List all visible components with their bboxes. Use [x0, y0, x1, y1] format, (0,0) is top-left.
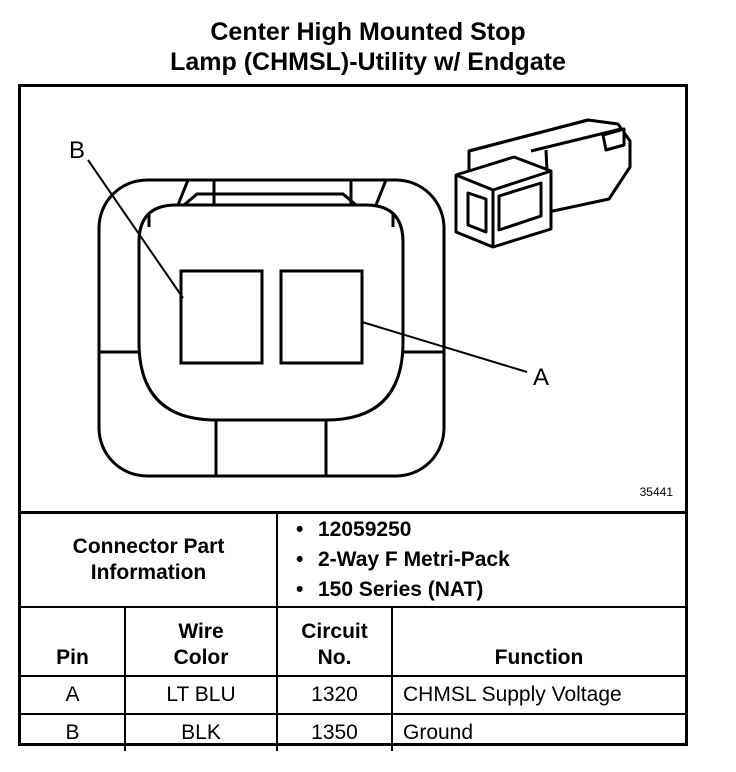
title-line-2: Lamp (CHMSL)-Utility w/ Endgate: [170, 48, 566, 76]
label-a: A: [533, 364, 549, 391]
terminal-cavity-a: [279, 269, 364, 365]
connector-top-edge: [468, 118, 589, 153]
header-wire-line-1: Wire: [178, 620, 224, 643]
connector-info-table: Connector Part Information 12059250 2-Wa…: [21, 511, 685, 751]
shell-rib: [374, 179, 388, 206]
header-pin-text: Pin: [56, 646, 89, 669]
connector-isometric-view: [454, 118, 632, 249]
table-row: A LT BLU 1320 CHMSL Supply Voltage: [21, 675, 685, 715]
connector-face: [97, 178, 446, 478]
terminal-cavity-b: [179, 269, 264, 365]
header-function: Function: [391, 606, 685, 677]
circuit-cell: 1350: [276, 713, 393, 751]
header-wire-color: Wire Color: [124, 606, 278, 677]
header-circuit-no: Circuit No.: [276, 606, 393, 677]
shell-inner-lip: [183, 192, 357, 207]
table-row: B BLK 1350 Ground: [21, 713, 685, 751]
circuit-cell: 1320: [276, 675, 393, 715]
label-b: B: [69, 137, 85, 164]
pin-cell: B: [21, 713, 126, 751]
part-series: 150 Series (NAT): [296, 575, 684, 605]
function-cell: Ground: [391, 713, 685, 751]
function-cell: CHMSL Supply Voltage: [391, 675, 685, 715]
connector-diagram: B A: [69, 118, 632, 478]
header-circuit-line-1: Circuit: [301, 620, 368, 643]
part-number: 12059250: [296, 515, 684, 545]
connector-inner-cavity: [137, 203, 405, 422]
part-description: 2-Way F Metri-Pack: [296, 545, 684, 575]
callout-line-a: [361, 321, 528, 373]
diagram-frame: B A 35441 Connector Part Informati: [18, 84, 688, 751]
title-line-1: Center High Mounted Stop: [210, 18, 526, 46]
pin-table-header: Pin Wire Color Circuit No. Function: [21, 606, 685, 677]
connector-part-label-line-1: Connector Part: [72, 535, 225, 558]
connector-part-row: Connector Part Information 12059250 2-Wa…: [21, 511, 685, 608]
connector-cavity-left: [466, 191, 488, 234]
connector-part-label-line-2: Information: [90, 561, 207, 584]
header-circuit-line-2: No.: [317, 646, 352, 669]
connector-outer-shell: [97, 178, 446, 478]
pin-cell: A: [21, 675, 126, 715]
callouts: [87, 159, 528, 373]
shell-rib: [176, 179, 190, 206]
connector-latch-tab: [601, 127, 626, 152]
header-function-text: Function: [494, 646, 584, 669]
reference-number: 35441: [639, 485, 673, 499]
header-wire-line-2: Color: [173, 646, 229, 669]
header-pin: Pin: [21, 606, 126, 677]
connector-part-list: 12059250 2-Way F Metri-Pack 150 Series (…: [296, 515, 684, 605]
wire-color-cell: BLK: [124, 713, 278, 751]
wire-color-cell: LT BLU: [124, 675, 278, 715]
callout-line-b: [87, 159, 184, 299]
connector-part-label-cell: Connector Part Information: [21, 511, 278, 608]
connector-cavity-right: [497, 181, 543, 232]
connector-part-value-cell: 12059250 2-Way F Metri-Pack 150 Series (…: [276, 511, 685, 608]
